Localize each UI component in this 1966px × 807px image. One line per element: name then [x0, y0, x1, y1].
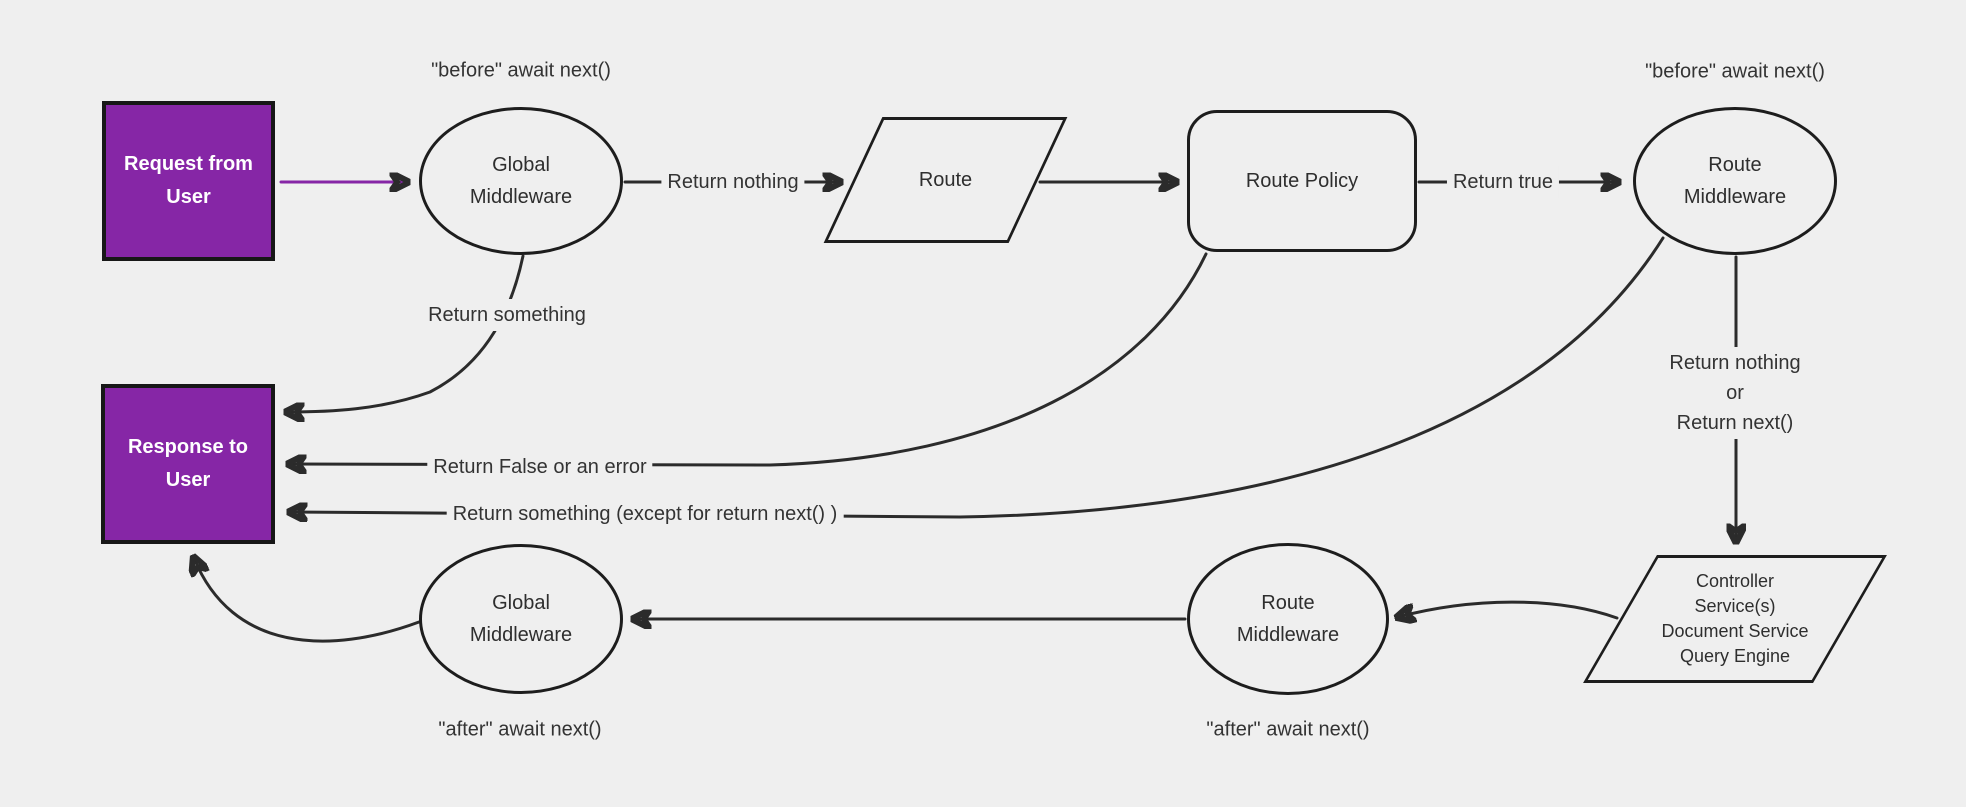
node-route-policy-label: Route Policy: [1245, 170, 1359, 192]
edge-global-middleware-return-something: [287, 254, 525, 412]
node-global-middleware-bottom: Global Middleware: [419, 544, 623, 694]
node-route-middleware-top-label: Route Middleware: [1683, 154, 1787, 208]
edge-label-return-nothing-or-next: Return nothing or Return next(): [1663, 347, 1807, 439]
annotation-after-await-next-route: "after" await next(): [1206, 718, 1370, 741]
annotation-after-await-next-global: "after" await next(): [438, 718, 602, 741]
edge-route-policy-return-false: [289, 252, 1208, 465]
node-route-middleware-bottom-label: Route Middleware: [1236, 592, 1340, 646]
edge-label-return-false-or-error: Return False or an error: [427, 451, 653, 483]
node-controller-services: Controller Service(s) Document Service Q…: [1583, 555, 1887, 683]
node-global-middleware-top: Global Middleware: [419, 107, 623, 255]
edge-route-middleware-return-something-except: [290, 236, 1665, 517]
node-request-from-user: Request from User: [102, 101, 275, 261]
node-route-label: Route: [918, 169, 973, 191]
node-route-policy: Route Policy: [1187, 110, 1417, 252]
edge-label-return-nothing: Return nothing: [661, 166, 805, 198]
edge-label-return-true: Return true: [1446, 166, 1560, 198]
node-global-middleware-top-label: Global Middleware: [469, 154, 573, 208]
edge-label-return-something: Return something: [422, 299, 592, 331]
node-route: Route: [823, 117, 1068, 243]
node-global-middleware-bottom-label: Global Middleware: [469, 592, 573, 646]
edge-global-middleware-bottom-to-response: [194, 558, 421, 643]
edge-controller-to-route-middleware-bottom: [1398, 600, 1619, 618]
node-controller-services-label: Controller Service(s) Document Service Q…: [1661, 571, 1809, 666]
node-request-from-user-label: Request from User: [124, 153, 253, 208]
edge-label-return-something-except: Return something (except for return next…: [446, 498, 844, 530]
node-response-to-user: Response to User: [101, 384, 275, 544]
annotation-before-await-next-route: "before" await next(): [1645, 60, 1825, 83]
node-route-middleware-bottom: Route Middleware: [1187, 543, 1389, 695]
annotation-before-await-next-global: "before" await next(): [431, 59, 611, 82]
node-route-middleware-top: Route Middleware: [1633, 107, 1837, 255]
node-response-to-user-label: Response to User: [127, 436, 249, 491]
